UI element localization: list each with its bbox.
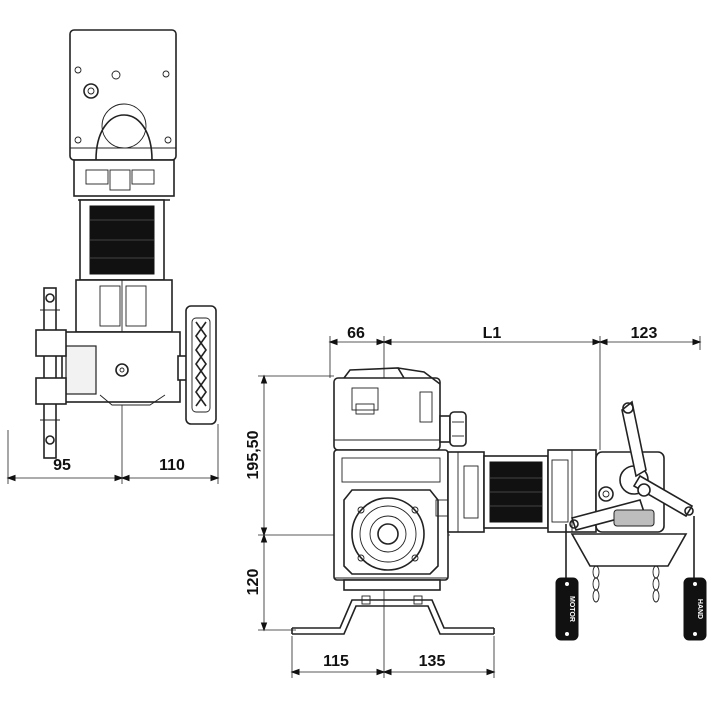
- dimension-95: 95: [53, 457, 71, 474]
- dimension-110: 110: [159, 457, 185, 474]
- gear-cover: [95, 114, 153, 161]
- chain-wheel-plate: [43, 287, 57, 459]
- brake-housing: [75, 279, 173, 333]
- dimension-135: 135: [419, 653, 446, 670]
- dimension-66: 66: [347, 325, 365, 342]
- dimension-195-50: 195,50: [245, 430, 262, 479]
- bolt-icon: [83, 83, 99, 99]
- foot-plate: [343, 579, 441, 591]
- control-box: [333, 377, 441, 451]
- hand-handle-label: HAND: [696, 599, 703, 619]
- left-view: 95 110: [6, 29, 220, 484]
- motor-adapter: [447, 451, 485, 533]
- dimension-115: 115: [323, 653, 349, 670]
- motor-handle-label: MOTOR: [568, 596, 575, 622]
- chain-icon: [195, 321, 207, 407]
- dimension-l1: L1: [483, 325, 502, 342]
- chain-right: [652, 565, 660, 603]
- cable-gland: [449, 411, 467, 447]
- output-shaft-icon: [377, 523, 399, 545]
- chain-left: [592, 565, 600, 603]
- pivot-icon: [598, 486, 614, 502]
- motor-flange: [73, 159, 175, 197]
- chain-guide: [570, 533, 688, 567]
- hand-handle: [683, 577, 707, 641]
- right-view: 66 L1 123 195,50 120 115 135: [245, 325, 707, 678]
- output-flange: [351, 497, 425, 571]
- handwheel-disc: [185, 305, 217, 425]
- motor-handle: [555, 577, 579, 641]
- dimension-123: 123: [631, 325, 658, 342]
- release-lever-upper: [621, 400, 647, 478]
- dimension-120: 120: [245, 569, 262, 596]
